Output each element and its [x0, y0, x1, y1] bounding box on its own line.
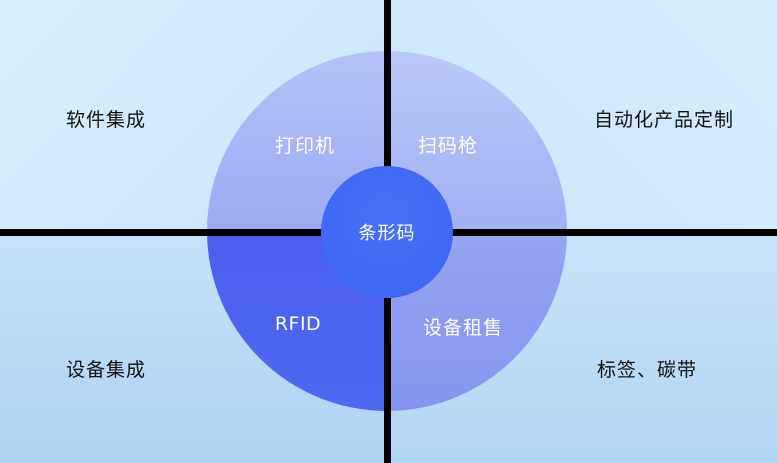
- corner-label-top-left: 软件集成: [66, 109, 147, 131]
- corner-label-bottom-right: 标签、碳带: [597, 359, 698, 381]
- ring-circle: [207, 51, 567, 411]
- corner-label-top-right: 自动化产品定制: [594, 109, 735, 131]
- ring-label-printer: 打印机: [274, 135, 335, 157]
- ring-label-rfid: RFID: [274, 313, 322, 335]
- center-label: 条形码: [358, 223, 416, 244]
- center-circle: 条形码: [321, 166, 453, 298]
- corner-label-bottom-left: 设备集成: [66, 359, 147, 381]
- ring-label-equipment-rental: 设备租售: [422, 317, 503, 339]
- ring-label-scanner: 扫码枪: [417, 135, 478, 157]
